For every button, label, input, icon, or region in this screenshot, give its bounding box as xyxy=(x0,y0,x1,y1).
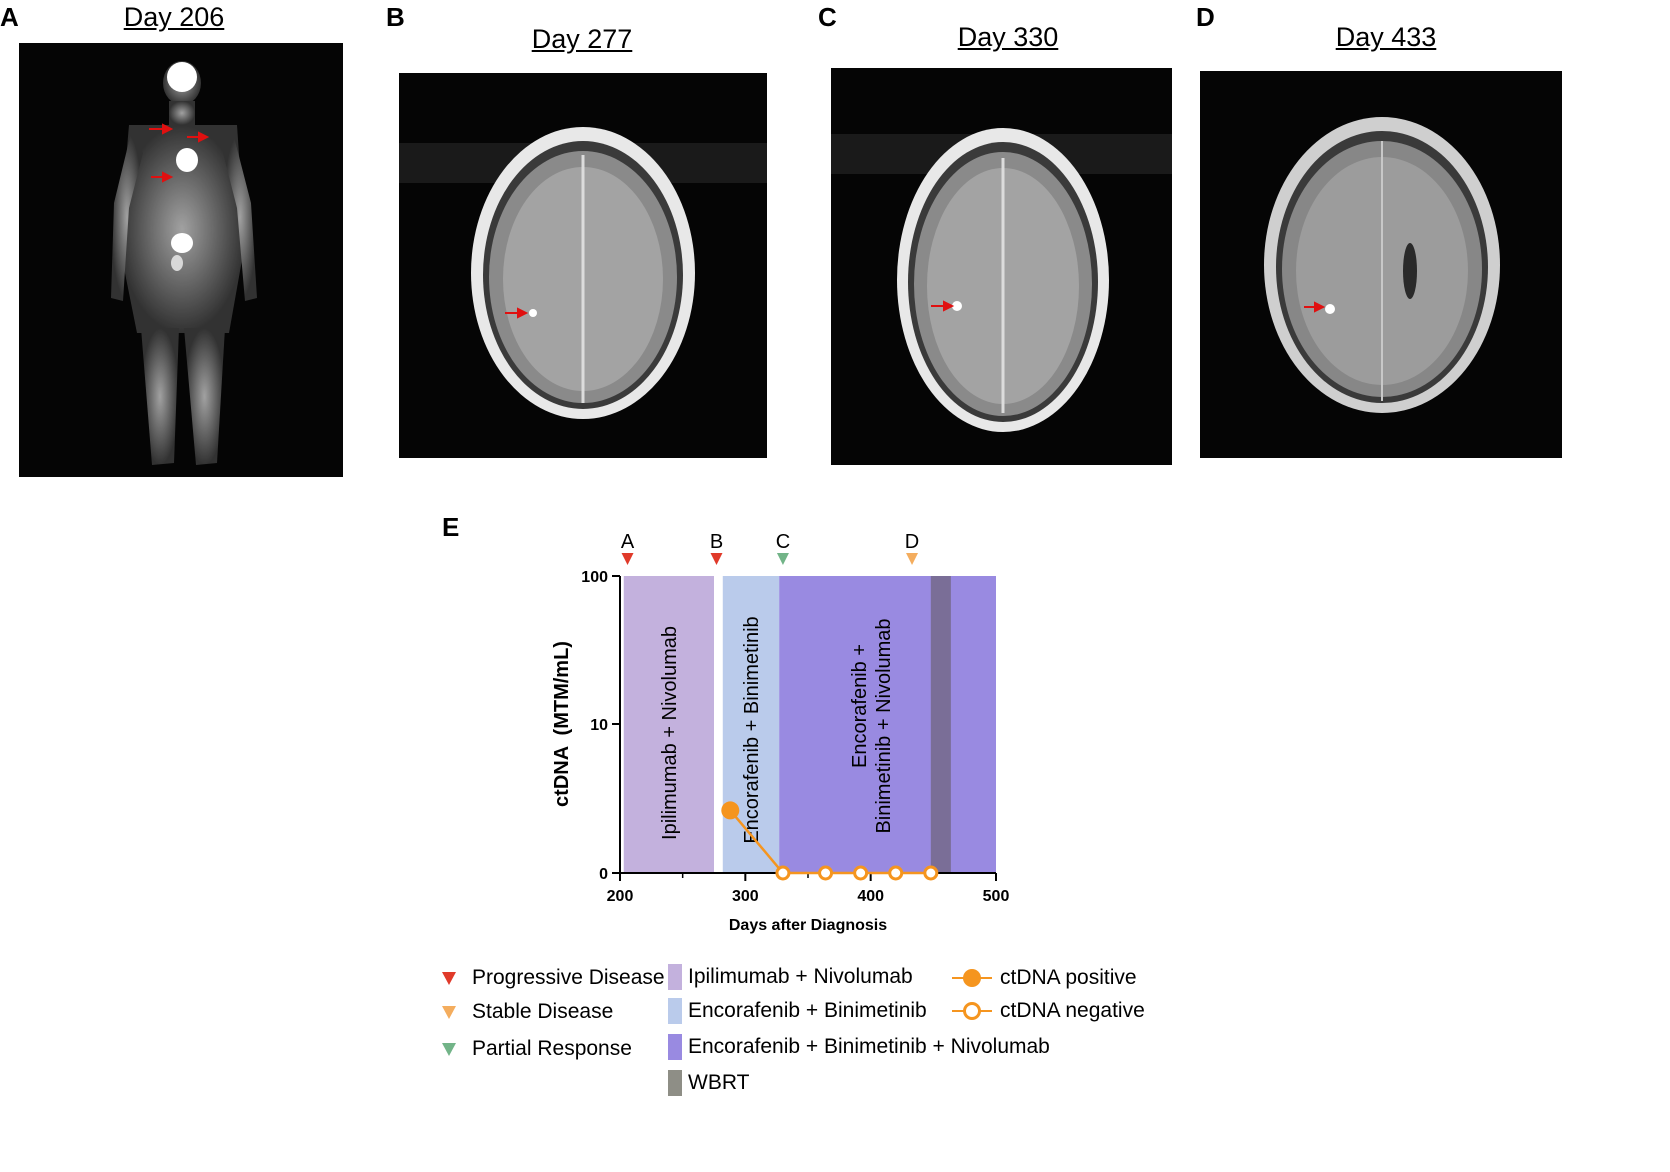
ctdna-negative-point xyxy=(853,865,869,881)
event-label-d: D xyxy=(905,531,919,553)
legend-enco-bini-nivo-label: Encorafenib + Binimetinib + Nivolumab xyxy=(688,1035,1050,1058)
enco-bini-nivo-swatch xyxy=(668,1034,682,1060)
x-tick-label: 400 xyxy=(857,888,884,905)
ctdna-negative-point xyxy=(775,865,791,881)
band-label-enco-bini-nivo-line2: Binimetinib + Nivolumab xyxy=(873,618,895,833)
band-encorafenib-binimetinib xyxy=(722,576,780,873)
legend-partial-label: Partial Response xyxy=(472,1037,632,1060)
y-tick-label: 10 xyxy=(590,717,608,734)
panel-letter-c: C xyxy=(818,2,837,32)
event-marker-b-icon xyxy=(710,553,723,565)
ctdna-negative-point xyxy=(818,865,834,881)
x-tick-label: 500 xyxy=(983,888,1010,905)
panel-c-title: Day 330 xyxy=(957,22,1059,52)
y-axis-label: ctDNA (MTM/mL) xyxy=(551,641,573,807)
legend-ctdna-positive-label: ctDNA positive xyxy=(1000,966,1137,989)
legend-enco-bini-label: Encorafenib + Binimetinib xyxy=(688,999,927,1022)
panel-b-title: Day 277 xyxy=(531,24,633,54)
legend-stable-label: Stable Disease xyxy=(472,1000,614,1023)
y-tick-label: 100 xyxy=(581,569,608,586)
legend-progressive-label: Progressive Disease xyxy=(472,966,665,989)
pet-scan-image xyxy=(19,43,343,477)
legend-ipi-nivo: Ipilimumab + Nivolumab xyxy=(668,964,913,990)
legend-ctdna-negative: ctDNA negative xyxy=(952,999,1145,1023)
event-marker-c-icon xyxy=(776,553,789,565)
panel-letter-d: D xyxy=(1196,2,1215,32)
event-label-a: A xyxy=(621,531,635,553)
legend-enco-bini-nivo: Encorafenib + Binimetinib + Nivolumab xyxy=(668,1034,1050,1060)
enco-bini-swatch xyxy=(668,998,682,1024)
ctdna-positive-point xyxy=(721,801,740,820)
stable-triangle-icon xyxy=(442,1005,456,1019)
event-label-c: C xyxy=(776,531,790,553)
x-tick-label: 200 xyxy=(607,888,634,905)
ctdna-positive-marker-icon xyxy=(952,968,992,988)
band-enco-bini-nivo xyxy=(779,576,996,873)
event-marker-d-icon xyxy=(906,553,919,565)
ctdna-negative-point xyxy=(888,865,904,881)
band-label-enco-bini-nivo-line1: Encorafenib + xyxy=(849,644,871,768)
event-marker-a-icon xyxy=(621,553,634,565)
progressive-triangle-icon xyxy=(442,971,456,985)
y-tick-label: 0 xyxy=(599,866,608,883)
ctdna-negative-point xyxy=(923,865,939,881)
mri-day-330-image xyxy=(831,68,1172,465)
panel-letter-a: A xyxy=(0,2,19,32)
legend-partial: Partial Response xyxy=(438,1037,632,1061)
partial-triangle-icon xyxy=(442,1042,456,1056)
x-tick-label: 300 xyxy=(732,888,759,905)
band-label-ipi-nivo: Ipilimumab + Nivolumab xyxy=(659,626,681,840)
legend-wbrt: WBRT xyxy=(668,1070,749,1096)
wbrt-swatch xyxy=(668,1070,682,1096)
ctdna-negative-marker-icon xyxy=(952,1001,992,1021)
band-label-enco-bini: Encorafenib + Binimetinib xyxy=(741,616,763,843)
ctdna-chart: Ipilimumab + Nivolumab Encorafenib + Bini… xyxy=(551,531,1010,934)
mri-day-433-image xyxy=(1200,71,1562,458)
event-label-b: B xyxy=(710,531,723,553)
mri-day-277-image xyxy=(399,73,767,458)
panel-letter-e: E xyxy=(442,512,460,542)
ipi-nivo-swatch xyxy=(668,964,682,990)
legend-ctdna-positive: ctDNA positive xyxy=(952,966,1137,990)
band-wbrt xyxy=(930,576,951,873)
panel-letter-b: B xyxy=(386,2,405,32)
legend-stable: Stable Disease xyxy=(438,1000,613,1024)
legend-ctdna-negative-label: ctDNA negative xyxy=(1000,999,1145,1022)
x-axis-label: Days after Diagnosis xyxy=(729,917,887,934)
band-ipilimumab-nivolumab xyxy=(623,576,714,873)
legend-progressive: Progressive Disease xyxy=(438,966,665,990)
legend-wbrt-label: WBRT xyxy=(688,1071,750,1094)
panel-d-title: Day 433 xyxy=(1335,22,1437,52)
legend-ipi-nivo-label: Ipilimumab + Nivolumab xyxy=(688,965,913,988)
legend-enco-bini: Encorafenib + Binimetinib xyxy=(668,998,927,1024)
panel-a-title: Day 206 xyxy=(123,2,225,32)
